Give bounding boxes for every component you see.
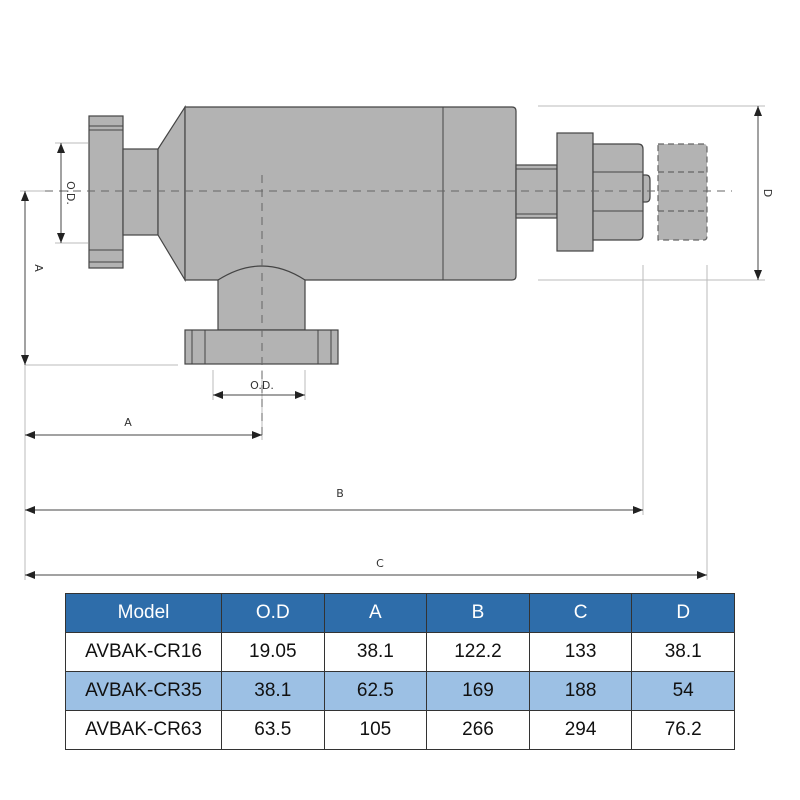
cell-d: 76.2 [631,710,735,750]
hex-nut [592,143,644,241]
left-flange [88,115,124,269]
table-row: AVBAK-CR35 38.1 62.5 169 188 54 [65,671,735,711]
table-header-row: Model O.D A B C D [65,593,735,633]
header-b: B [426,593,530,633]
valve-drawing: D O.D. A O.D. A B C [20,104,774,580]
valve-body [88,104,708,365]
cell-d: 54 [631,671,735,711]
cell-b: 266 [426,710,530,750]
extension-lines [20,105,765,580]
cell-model: AVBAK-CR16 [65,632,222,672]
bottom-port [217,265,306,331]
cell-b: 122.2 [426,632,530,672]
label-a-horizontal: A [124,416,132,429]
header-d: D [631,593,735,633]
header-c: C [528,593,633,633]
header-model: Model [65,593,222,633]
nut-flange [556,132,594,252]
label-a-vertical: A [32,264,45,272]
label-d: D [761,189,774,197]
label-od-bottom: O.D. [250,379,274,392]
cell-model: AVBAK-CR63 [65,710,222,750]
cone [157,104,186,283]
cell-c: 133 [528,632,633,672]
cell-a: 105 [323,710,428,750]
cap [642,174,651,203]
cell-a: 62.5 [323,671,428,711]
table-row: AVBAK-CR16 19.05 38.1 122.2 133 38.1 [65,632,735,672]
cell-a: 38.1 [323,632,428,672]
dimension-table: Model O.D A B C D AVBAK-CR16 19.05 38.1 … [65,593,735,750]
left-neck [122,148,159,236]
cell-od: 19.05 [221,632,325,672]
cell-c: 294 [528,710,633,750]
cell-d: 38.1 [631,632,735,672]
cell-model: AVBAK-CR35 [65,671,222,711]
label-od-left: O.D. [64,181,77,205]
header-a: A [323,593,428,633]
dimensions: D O.D. A O.D. A B C [21,106,774,579]
cell-od: 63.5 [221,710,325,750]
cell-od: 38.1 [221,671,325,711]
cell-c: 188 [528,671,633,711]
ghost-cap-outline [657,143,708,241]
label-b: B [336,487,344,500]
cell-b: 169 [426,671,530,711]
table-row: AVBAK-CR63 63.5 105 266 294 76.2 [65,710,735,750]
main-body [184,106,517,281]
header-od: O.D [221,593,325,633]
centerlines [45,175,732,440]
label-c: C [376,557,384,570]
